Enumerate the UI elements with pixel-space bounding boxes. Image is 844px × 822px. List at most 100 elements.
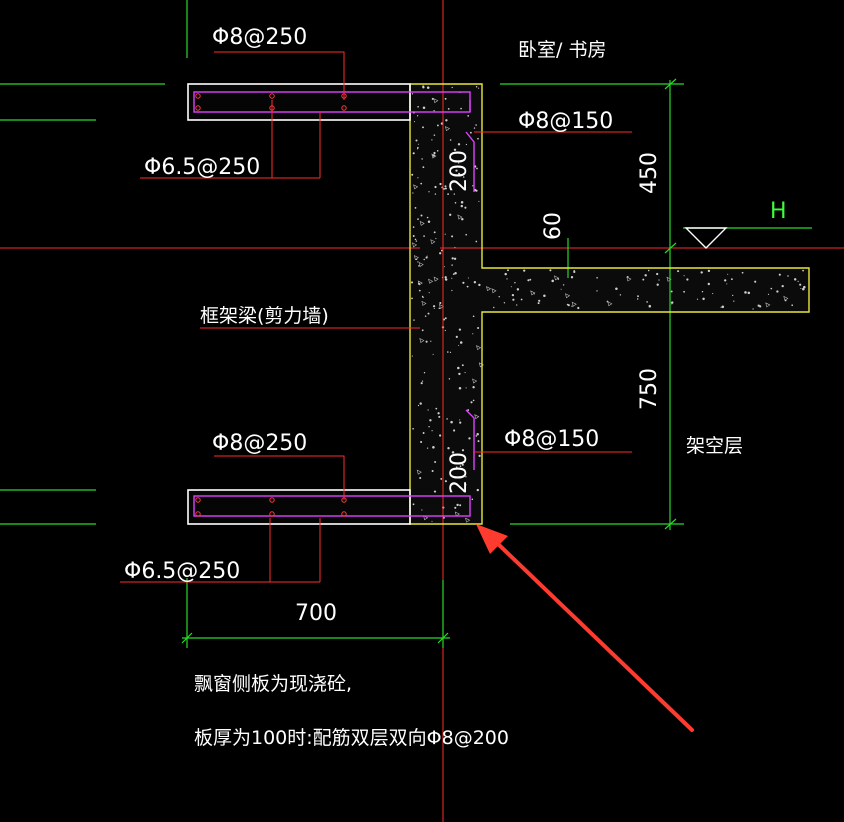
hatch-dot [472,185,474,187]
hatch-aggregate [457,214,463,220]
hatch-dot [420,182,423,185]
hatch-dot [726,283,728,285]
hatch-dot [439,252,442,255]
note-line-2: 板厚为100时:配筋双层双向Φ8@200 [194,727,509,749]
hatch-dot [744,291,747,294]
hatch-dot [447,108,450,110]
hatch-dot [570,276,574,279]
hatch-dot [465,476,467,478]
hatch-dot [421,329,424,332]
hatch-dot [647,269,650,272]
hatch-dot [449,213,452,216]
hatch-dot [776,290,779,293]
hatch-dot [701,291,704,293]
hatch-aggregate [438,303,445,310]
hatch-dot [449,351,452,353]
bottom-wall-dim-label: 200 [447,452,472,494]
hatch-dot [426,216,429,219]
hatch-dot [567,304,570,307]
note-line-1: 飘窗侧板为现浇砼, [194,673,352,695]
rebar-dot [341,105,347,111]
hatch-dot [415,258,418,261]
hatch-dot [417,177,419,179]
hatch-dot [476,488,479,492]
hatch-dot [784,299,787,302]
hatch-aggregate [530,290,536,296]
hatch-dot [450,420,453,424]
hatch-dot [707,269,711,273]
hatch-dot [447,447,450,450]
level-mark-label: H [770,199,787,224]
hatch-dot [440,249,443,252]
hatch-dot [458,172,461,175]
hatch-aggregate [417,280,423,286]
hatch-aggregate [474,414,480,420]
hatch-aggregate [476,345,482,351]
hatch-dot [702,297,705,301]
rebar [193,91,475,517]
hatch-dot [423,372,426,374]
hatch-dot [418,289,421,292]
hatch-dot [455,169,458,172]
hatch-dot [727,273,729,275]
hatch-dot [443,187,445,190]
hatch-dot [648,304,652,308]
hatch-dot [444,329,446,332]
hatch-dot [467,277,469,279]
hatch-dot [458,344,460,346]
hatch-dot [457,366,460,370]
rebar-dot [195,105,201,111]
hatch-dot [472,399,475,402]
hatch-dot [426,447,429,449]
hatch-dot [444,276,447,279]
hatch-dot [781,284,784,288]
hatch-dot [433,110,435,112]
hatch-dot [787,275,789,277]
hatch-dot [747,291,751,295]
bottom-slab-rebar [193,495,471,517]
hatch-dot [476,167,478,170]
hatch-dot [444,233,446,235]
hatch-dot [460,204,464,208]
hatch-aggregate [486,286,492,292]
hatch-dot [420,440,423,444]
annotation-arrow [476,524,694,732]
hatch-aggregate [465,517,471,523]
hatch-dot [512,298,515,301]
hatch-dot [537,302,540,305]
hatch-dot [451,235,454,238]
hatch-dot [451,289,453,292]
hatch-dot [419,402,422,405]
hatch-dot [767,293,770,295]
leader-lines [120,51,632,583]
hatch-dot [656,283,659,286]
hatch-dot [459,504,462,507]
hatch-dot [437,412,440,415]
hatch-dot [538,299,541,302]
hatch-dot [450,483,452,485]
hatch-dot [470,131,472,134]
hatch-dot [431,97,434,100]
hatch-dot [478,87,480,89]
hatch-dot [510,286,512,288]
hatch-dot [431,469,434,473]
concrete-section [188,84,809,524]
rebar-dot [269,93,275,99]
hatch-dot [446,351,449,353]
hatch-dot [422,106,426,110]
hatch-dot [462,176,465,178]
hatch-dot [642,278,645,281]
hatch-dot [448,378,451,380]
hatch-dot [413,319,415,321]
hatch-dot [470,401,473,404]
hatch-dot [426,255,428,257]
hatch-aggregate [472,378,478,384]
hatch-dot [677,270,680,273]
hatch-dot [683,275,685,277]
hatch-dot [432,353,434,355]
hatch-dot [473,281,477,284]
hatch-dot [720,306,722,308]
hatch-dot [453,429,456,432]
